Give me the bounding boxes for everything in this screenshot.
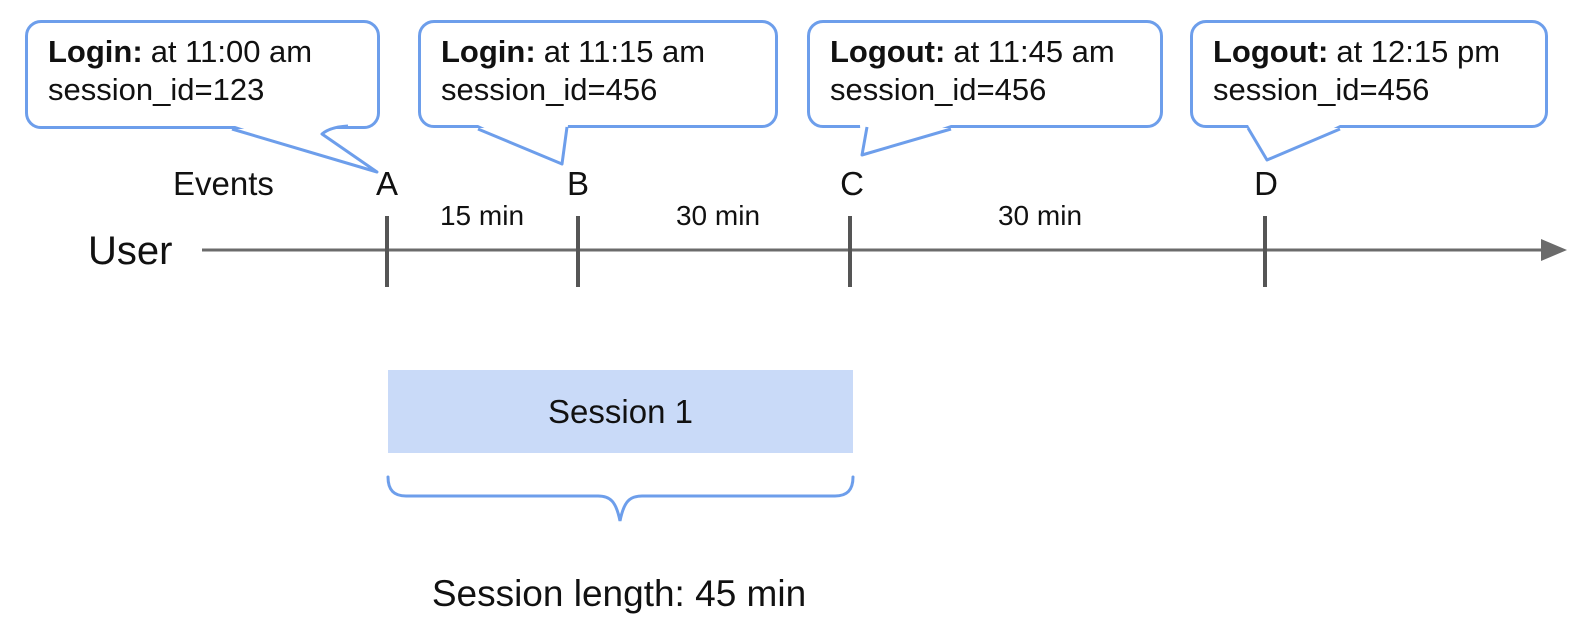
- session-1-label: Session 1: [548, 392, 693, 430]
- callout-tail-b-outline: [477, 126, 569, 166]
- event-type-label: Login:: [441, 34, 536, 69]
- tick-label-d: D: [1254, 165, 1278, 202]
- event-time-text: at 11:45 am: [953, 34, 1115, 69]
- callout-line-1: Login:at 11:15 am: [441, 33, 765, 71]
- session-id-text: session_id=456: [830, 72, 1047, 107]
- callout-event-c: Logout:at 11:45 am session_id=456: [807, 20, 1163, 128]
- tick-label-c: C: [840, 165, 864, 202]
- events-row-label: Events: [173, 165, 274, 202]
- callout-line-1: Login:at 11:00 am: [48, 33, 367, 71]
- callout-tail-c: [860, 125, 952, 157]
- callout-tail-d: [1246, 125, 1341, 162]
- callout-tail-c-fill: [860, 125, 951, 155]
- session-id-text: session_id=456: [1213, 72, 1430, 107]
- user-row-label: User: [88, 229, 173, 273]
- callout-tail-b: [477, 125, 569, 166]
- tick-label-b: B: [566, 165, 590, 202]
- interval-label-b-c: 30 min: [675, 200, 761, 231]
- tick-label-a: A: [375, 165, 399, 202]
- callout-tail-d-outline: [1246, 127, 1341, 162]
- event-time-text: at 12:15 pm: [1336, 34, 1501, 69]
- event-type-label: Logout:: [830, 34, 946, 69]
- interval-label-a-b: 15 min: [439, 200, 525, 231]
- event-time-text: at 11:00 am: [150, 34, 313, 69]
- callout-tail-d-fill: [1248, 125, 1340, 160]
- callout-event-b: Login:at 11:15 am session_id=456: [418, 20, 778, 128]
- session-length-caption: Session length: 45 min: [431, 573, 807, 614]
- callout-event-a: Login:at 11:00 am session_id=123: [25, 20, 380, 129]
- event-time-text: at 11:15 am: [543, 34, 706, 69]
- timeline-arrowhead: [1541, 239, 1567, 261]
- callout-event-d: Logout:at 12:15 pm session_id=456: [1190, 20, 1548, 128]
- session-1-box: Session 1: [388, 370, 853, 453]
- session-id-text: session_id=123: [48, 72, 265, 107]
- callout-tail-b-fill: [478, 125, 568, 164]
- interval-label-c-d: 30 min: [997, 200, 1083, 231]
- callout-line-1: Logout:at 11:45 am: [830, 33, 1150, 71]
- session-id-text: session_id=456: [441, 72, 658, 107]
- session-length-brace: [386, 475, 855, 522]
- callout-line-1: Logout:at 12:15 pm: [1213, 33, 1535, 71]
- event-type-label: Logout:: [1213, 34, 1329, 69]
- event-type-label: Login:: [48, 34, 143, 69]
- callout-tail-c-outline: [860, 126, 952, 157]
